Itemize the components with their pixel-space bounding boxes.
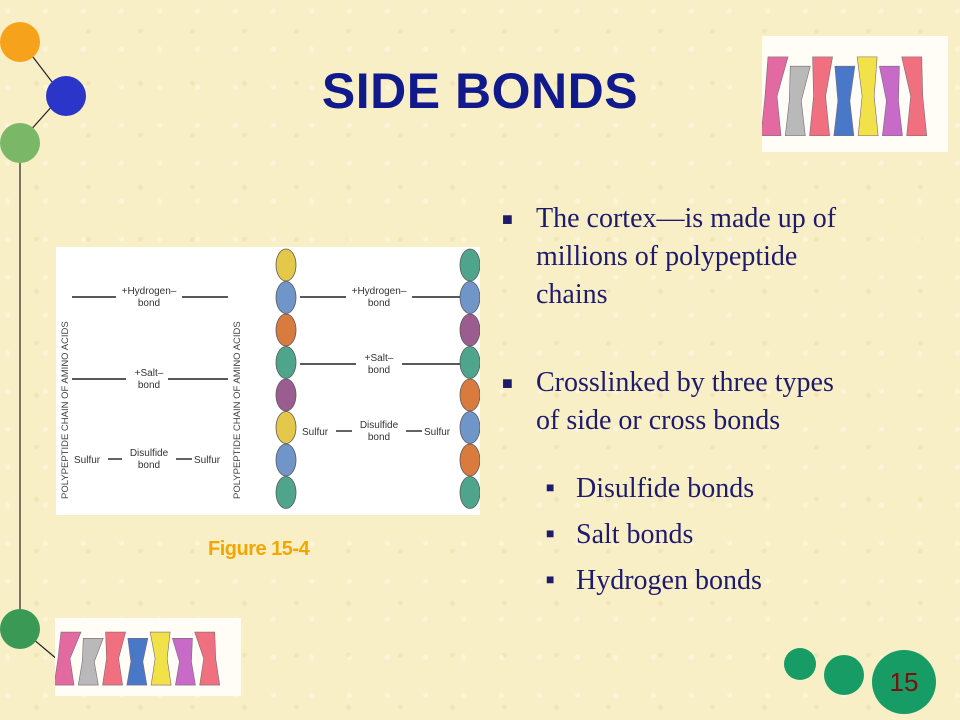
amino-acid-bead	[275, 476, 297, 509]
hair-roller-shape	[172, 637, 196, 686]
side-bonds-figure: POLYPEPTIDE CHAIN OF AMINO ACIDS POLYPEP…	[56, 247, 481, 515]
amino-acid-bead	[459, 248, 481, 282]
hair-roller-shape	[194, 631, 221, 686]
sulfur-right-2: Sulfur	[424, 427, 451, 438]
amino-acid-bead	[275, 378, 297, 412]
sulfur-right-1: Sulfur	[302, 427, 329, 438]
hair-roller-shape	[901, 56, 928, 137]
salt-label-left-1: +Salt–	[135, 368, 164, 379]
sub-bullet-item: ■ Hydrogen bonds	[500, 558, 940, 604]
square-bullet-icon: ■	[502, 209, 513, 229]
hair-roller-shape	[809, 56, 833, 137]
amino-acid-bead	[275, 411, 297, 444]
slide-number-badge: 15	[872, 650, 936, 714]
salt-label-left-2: bond	[138, 380, 160, 391]
bullet-list: ■ The cortex—is made up of millions of p…	[500, 200, 940, 604]
hair-rollers-image-top	[760, 36, 948, 152]
hair-roller-shape	[833, 65, 856, 137]
bullet-item: ■ The cortex—is made up of millions of p…	[500, 200, 940, 314]
square-bullet-icon: ■	[546, 573, 555, 588]
hydrogen-label-left-2: bond	[138, 298, 160, 309]
amino-acid-bead	[459, 346, 481, 379]
green-dot-bottom	[0, 609, 40, 649]
amino-acid-bead	[459, 411, 481, 444]
chain-label-left: POLYPEPTIDE CHAIN OF AMINO ACIDS	[60, 321, 71, 499]
sub-bullet-item: ■ Disulfide bonds	[500, 466, 940, 512]
hair-roller-shape	[102, 631, 126, 686]
green-dot	[784, 648, 816, 680]
amino-acid-bead	[459, 476, 481, 509]
hair-rollers-image-bottom	[53, 618, 241, 696]
disulfide-label-right-1: Disulfide	[360, 420, 399, 431]
bullet-text-line: The cortex—is made up of	[536, 203, 837, 234]
hair-roller-shape	[149, 631, 172, 686]
figure-caption: Figure 15-4	[208, 538, 310, 560]
disulfide-label-right-2: bond	[368, 432, 390, 443]
bullet-item: ■ Crosslinked by three types of side or …	[500, 364, 940, 440]
sulfur-left-2: Sulfur	[194, 455, 221, 466]
amino-acid-bead	[275, 443, 297, 477]
slide-title: SIDE BONDS	[321, 63, 639, 119]
amino-acid-chain-right	[459, 248, 481, 509]
left-decoration	[0, 22, 86, 661]
bullet-text-line: chains	[536, 279, 608, 310]
salt-label-right-1: +Salt–	[365, 353, 394, 364]
bottom-right-dots	[784, 648, 864, 695]
amino-acid-chain-left	[275, 248, 297, 509]
hydrogen-label-right-2: bond	[368, 298, 390, 309]
amino-acid-bead	[275, 313, 297, 347]
amino-acid-bead	[459, 378, 481, 412]
hair-rollers-icon	[760, 56, 928, 137]
hair-roller-shape	[879, 65, 903, 137]
blue-dot	[46, 76, 86, 116]
bullet-text-line: millions of polypeptide	[536, 241, 798, 272]
amino-acid-bead	[275, 248, 297, 282]
chain-label-middle: POLYPEPTIDE CHAIN OF AMINO ACIDS	[232, 321, 243, 499]
green-dot	[824, 655, 864, 695]
sulfur-left-1: Sulfur	[74, 455, 101, 466]
hydrogen-label-right-1: +Hydrogen–	[352, 286, 407, 297]
hair-roller-shape	[77, 637, 104, 686]
hydrogen-label-left-1: +Hydrogen–	[122, 286, 177, 297]
amino-acid-bead	[459, 443, 481, 477]
sub-bullet-item: ■ Salt bonds	[500, 512, 940, 558]
orange-dot	[0, 22, 40, 62]
square-bullet-icon: ■	[502, 373, 513, 393]
sub-bullet-text: Salt bonds	[576, 519, 694, 550]
bullet-text-line: of side or cross bonds	[536, 405, 781, 436]
hair-roller-shape	[126, 637, 149, 686]
hair-roller-shape	[760, 56, 789, 137]
side-bonds-diagram: POLYPEPTIDE CHAIN OF AMINO ACIDS POLYPEP…	[60, 248, 481, 509]
amino-acid-bead	[275, 281, 297, 314]
amino-acid-bead	[459, 313, 481, 347]
hair-rollers-icon	[53, 631, 221, 686]
amino-acid-bead	[459, 281, 481, 314]
hair-roller-shape	[856, 56, 879, 137]
amino-acid-bead	[275, 346, 297, 379]
disulfide-label-left-2: bond	[138, 460, 160, 471]
sub-bullet-text: Hydrogen bonds	[576, 565, 762, 596]
sub-bullet-text: Disulfide bonds	[576, 473, 755, 504]
bullet-text-line: Crosslinked by three types	[536, 367, 834, 398]
disulfide-label-left-1: Disulfide	[130, 448, 169, 459]
salt-label-right-2: bond	[368, 365, 390, 376]
hair-roller-shape	[784, 65, 811, 137]
hair-roller-shape	[53, 631, 82, 686]
green-dot	[0, 123, 40, 163]
square-bullet-icon: ■	[546, 481, 555, 496]
square-bullet-icon: ■	[546, 527, 555, 542]
